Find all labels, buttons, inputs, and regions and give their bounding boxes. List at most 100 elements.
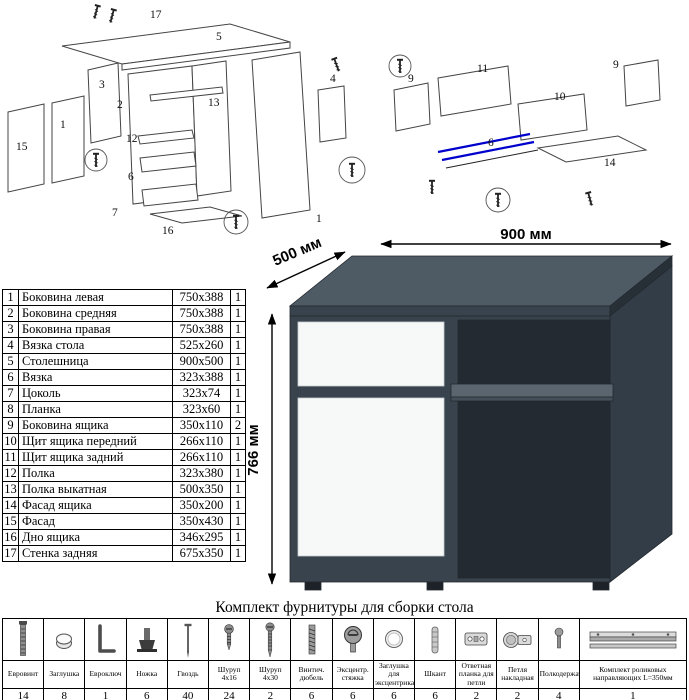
part-number-label: 9 [613,59,619,71]
cam-lock-icon [331,618,374,661]
screw-4x30-icon [249,618,292,661]
parts-cell-qty: 1 [230,497,246,514]
desk-top-side-edge [609,255,673,317]
parts-cell-qty: 1 [230,529,246,546]
roller-slides-icon [578,618,688,661]
parts-cell-qty: 1 [230,321,246,338]
desk-drawer-front [297,321,445,387]
parts-cell-size: 323x380 [172,465,231,482]
desk-door-front [297,397,445,557]
hardware-item-qty: 8 [43,687,86,700]
eurovint-icon [1,618,45,661]
threaded-dowel-icon [290,618,333,661]
parts-cell-size: 266x110 [172,449,231,466]
hardware-item-qty: 6 [414,687,457,700]
hardware-item-qty: 14 [1,687,45,700]
parts-cell-qty: 1 [230,545,246,562]
parts-cell-size: 900x500 [172,353,231,370]
parts-cell-qty: 1 [230,433,246,450]
part-number-label: 11 [477,63,488,75]
desk-foot [592,581,610,591]
nail-icon [166,618,210,661]
part-number-label: 1 [316,213,322,225]
part-number-label: 6 [488,137,494,149]
parts-cell-name: Полка [18,465,173,482]
parts-cell-name: Дно ящика [18,529,173,546]
parts-cell-num: 17 [2,545,19,562]
parts-cell-qty: 1 [230,305,246,322]
parts-cell-name: Стенка задняя [18,545,173,562]
parts-cell-qty: 1 [230,513,246,530]
parts-cell-qty: 1 [230,481,246,498]
part-number-label: 15 [16,141,28,153]
parts-cell-name: Щит ящика передний [18,433,173,450]
parts-cell-num: 7 [2,385,19,402]
hardware-item-qty: 6 [290,687,333,700]
hardware-item-qty: 1 [578,687,688,700]
parts-cell-name: Боковина правая [18,321,173,338]
parts-cell-num: 8 [2,401,19,418]
part-number-label: 12 [126,133,138,145]
parts-cell-size: 323x388 [172,369,231,386]
hardware-item-name: Комплект роликовых направляющих L=350мм [578,660,688,689]
parts-cell-size: 350x200 [172,497,231,514]
screw-4x16-icon [208,618,251,661]
hardware-item-name: Эксцентр. стяжка [331,660,374,689]
desk-top [288,255,674,307]
wood-dowel-icon [414,618,457,661]
hardware-item-qty: 4 [537,687,580,700]
exploded-diagram-right: 11 9 9 10 6 14 [388,54,661,213]
parts-cell-num: 1 [2,289,19,306]
hardware-item-name: Гвоздь [166,660,210,689]
part-number-label: 16 [162,225,174,237]
parts-cell-size: 323x74 [172,385,231,402]
parts-cell-qty: 1 [230,385,246,402]
parts-cell-size: 323x60 [172,401,231,418]
part-number-label: 2 [117,99,123,111]
desk-top-edge [289,305,611,317]
part-number-label: 6 [128,171,134,183]
hinge-plate-icon [455,618,498,661]
parts-cell-name: Щит ящика задний [18,449,173,466]
hardware-item-qty: 2 [455,687,498,700]
parts-cell-name: Цоколь [18,385,173,402]
hardware-item-qty: 2 [496,687,539,700]
parts-cell-qty: 1 [230,465,246,482]
parts-cell-num: 12 [2,465,19,482]
desk-foot [304,581,322,591]
hardware-item-name: Заглушка для эксцентрика [372,660,416,689]
desk-open-bay [457,319,611,579]
part-number-label: 10 [554,91,566,103]
hardware-item-name: Ножка [125,660,168,689]
hinge-icon [496,618,539,661]
parts-cell-size: 350x430 [172,513,231,530]
rail-line [441,140,535,162]
parts-cell-size: 675x350 [172,545,231,562]
hardware-item-name: Заглушка [43,660,86,689]
height-dimension-label: 766 мм [245,424,262,475]
parts-cell-num: 5 [2,353,19,370]
parts-cell-size: 500x350 [172,481,231,498]
parts-cell-qty: 1 [230,369,246,386]
part-number-labels-left: 17 5 1 3 13 2 12 6 15 7 16 4 1 [16,9,336,237]
parts-cell-size: 750x388 [172,321,231,338]
parts-cell-qty: 1 [230,449,246,466]
hardware-item-qty: 24 [208,687,251,700]
keyboard-tray-edge [450,396,614,402]
parts-cell-qty: 1 [230,353,246,370]
hardware-item-qty: 2 [249,687,292,700]
parts-cell-num: 13 [2,481,19,498]
parts-cell-size: 525x260 [172,337,231,354]
depth-dimension-label: 500 мм [270,234,324,270]
foot-icon [125,618,168,661]
hardware-item-name: Шуруп 4x16 [208,660,251,689]
parts-cell-size: 750x388 [172,305,231,322]
